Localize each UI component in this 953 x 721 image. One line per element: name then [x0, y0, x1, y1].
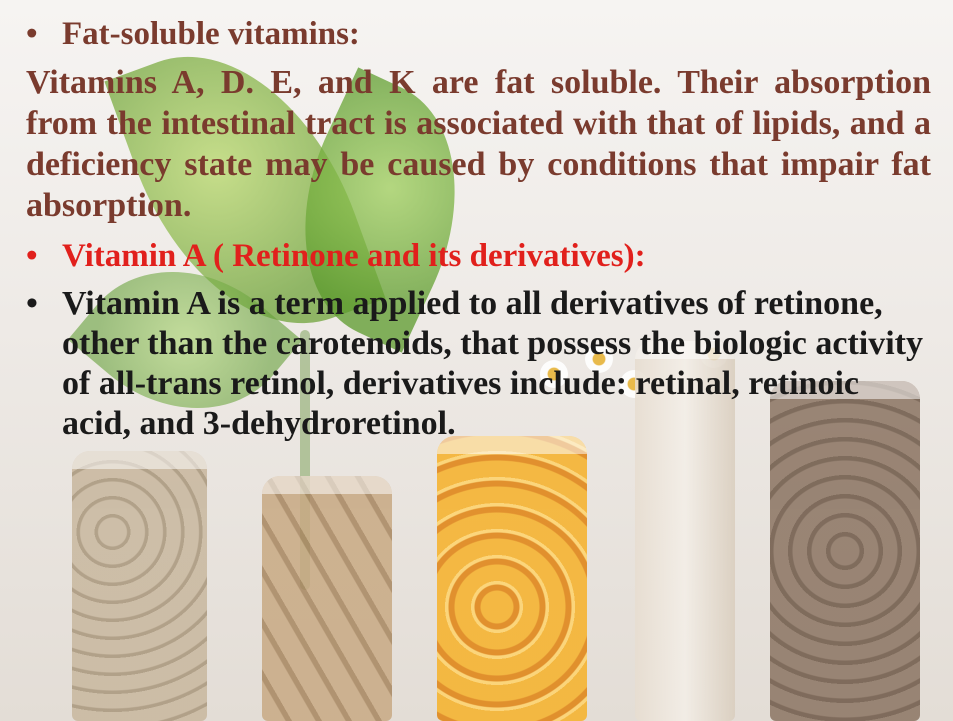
paragraph-fat-soluble: Vitamins A, D. E, and K are fat soluble.… — [26, 64, 931, 224]
heading-fat-soluble: • Fat-soluble vitamins: — [26, 14, 931, 54]
heading-vitamin-a: • Vitamin A ( Retinone and its derivativ… — [26, 236, 931, 276]
daisy-flower — [540, 360, 568, 388]
bullet-icon: • — [26, 16, 38, 52]
supplement-jar — [635, 341, 735, 721]
plant-stem — [300, 330, 310, 590]
heading-vitamin-a-text: Vitamin A ( Retinone and its derivatives… — [62, 238, 646, 274]
supplement-jar — [770, 381, 920, 721]
daisy-flower — [585, 345, 613, 373]
bullet-icon: • — [26, 285, 38, 322]
supplement-jar — [72, 451, 207, 721]
heading-fat-soluble-text: Fat-soluble vitamins: — [62, 16, 360, 52]
paragraph-vitamin-a: • Vitamin A is a term applied to all der… — [26, 284, 931, 444]
slide-content: • Fat-soluble vitamins: Vitamins A, D. E… — [26, 14, 931, 444]
supplement-jar — [262, 476, 392, 721]
supplement-jar — [437, 436, 587, 721]
paragraph-vitamin-a-text: Vitamin A is a term applied to all deriv… — [62, 285, 924, 442]
bullet-icon: • — [26, 238, 38, 274]
